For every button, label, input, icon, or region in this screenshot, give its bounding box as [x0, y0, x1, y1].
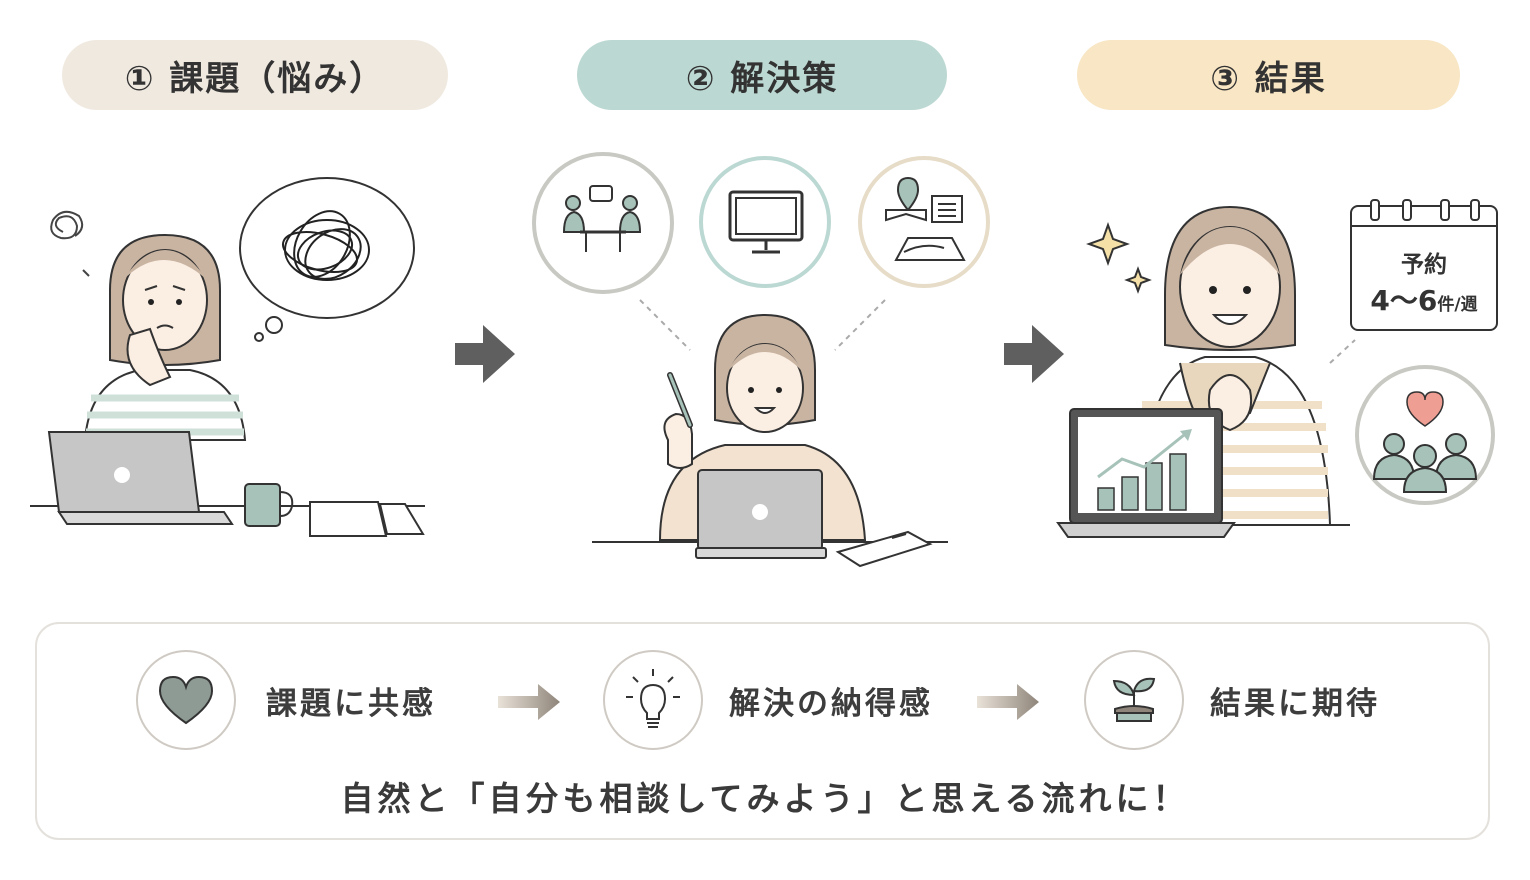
tangled-thoughts-icon — [282, 210, 370, 281]
summary-arrow-1-icon — [498, 684, 560, 720]
step-2-label: ② 解決策 — [685, 58, 839, 99]
step-2-pill: ② 解決策 — [577, 40, 947, 110]
sprout-icon — [1112, 677, 1156, 722]
step-3-label: ③ 結果 — [1210, 58, 1327, 99]
notebook-icon — [309, 501, 425, 537]
laptop-icon — [47, 431, 234, 525]
step-1-pill: ① 課題（悩み） — [62, 40, 448, 110]
notebook-icon — [835, 530, 933, 568]
summary-tagline: 自然と「自分も相談してみよう」と思える流れに！ — [340, 779, 1190, 818]
calendar-title: 予約 — [1401, 252, 1447, 278]
meeting-icon — [562, 185, 642, 252]
sparkle-icon — [1086, 222, 1152, 294]
reservation-calendar: 予約 4〜6件/週 — [1350, 199, 1498, 331]
summary-label-3: 結果に期待 — [1210, 686, 1380, 722]
summary-icon-2 — [603, 650, 703, 750]
community-heart-circle — [1355, 365, 1495, 505]
summary-icon-1 — [136, 650, 236, 750]
summary-arrow-2-icon — [977, 684, 1039, 720]
solution-woman-illustration — [532, 152, 990, 568]
monitor-icon — [728, 190, 804, 254]
thought-bubble-icon — [239, 177, 415, 342]
happy-woman-illustration — [1056, 205, 1356, 538]
worried-woman-illustration — [30, 177, 425, 537]
lightbulb-icon — [626, 669, 680, 728]
map-location-icon — [885, 176, 966, 261]
heart-icon — [1406, 391, 1444, 427]
people-icon — [1372, 433, 1478, 493]
laptop-icon — [695, 469, 827, 559]
calendar-value: 4〜6 — [1370, 284, 1438, 317]
summary-box — [35, 622, 1490, 840]
growth-chart-laptop-icon — [1056, 408, 1236, 538]
mug-icon — [244, 483, 294, 527]
heart-icon — [158, 675, 214, 725]
summary-label-1: 課題に共感 — [266, 686, 436, 722]
step-1-label: ① 課題（悩み） — [124, 58, 386, 99]
calendar-unit: 件/週 — [1437, 295, 1478, 315]
flow-arrow-1-icon — [455, 325, 515, 383]
flow-arrow-2-icon — [1004, 325, 1064, 383]
summary-icon-3 — [1084, 650, 1184, 750]
worry-squiggle-icon — [50, 210, 90, 277]
summary-label-2: 解決の納得感 — [729, 686, 933, 722]
step-3-pill: ③ 結果 — [1077, 40, 1460, 110]
striped-sweater — [83, 369, 247, 441]
